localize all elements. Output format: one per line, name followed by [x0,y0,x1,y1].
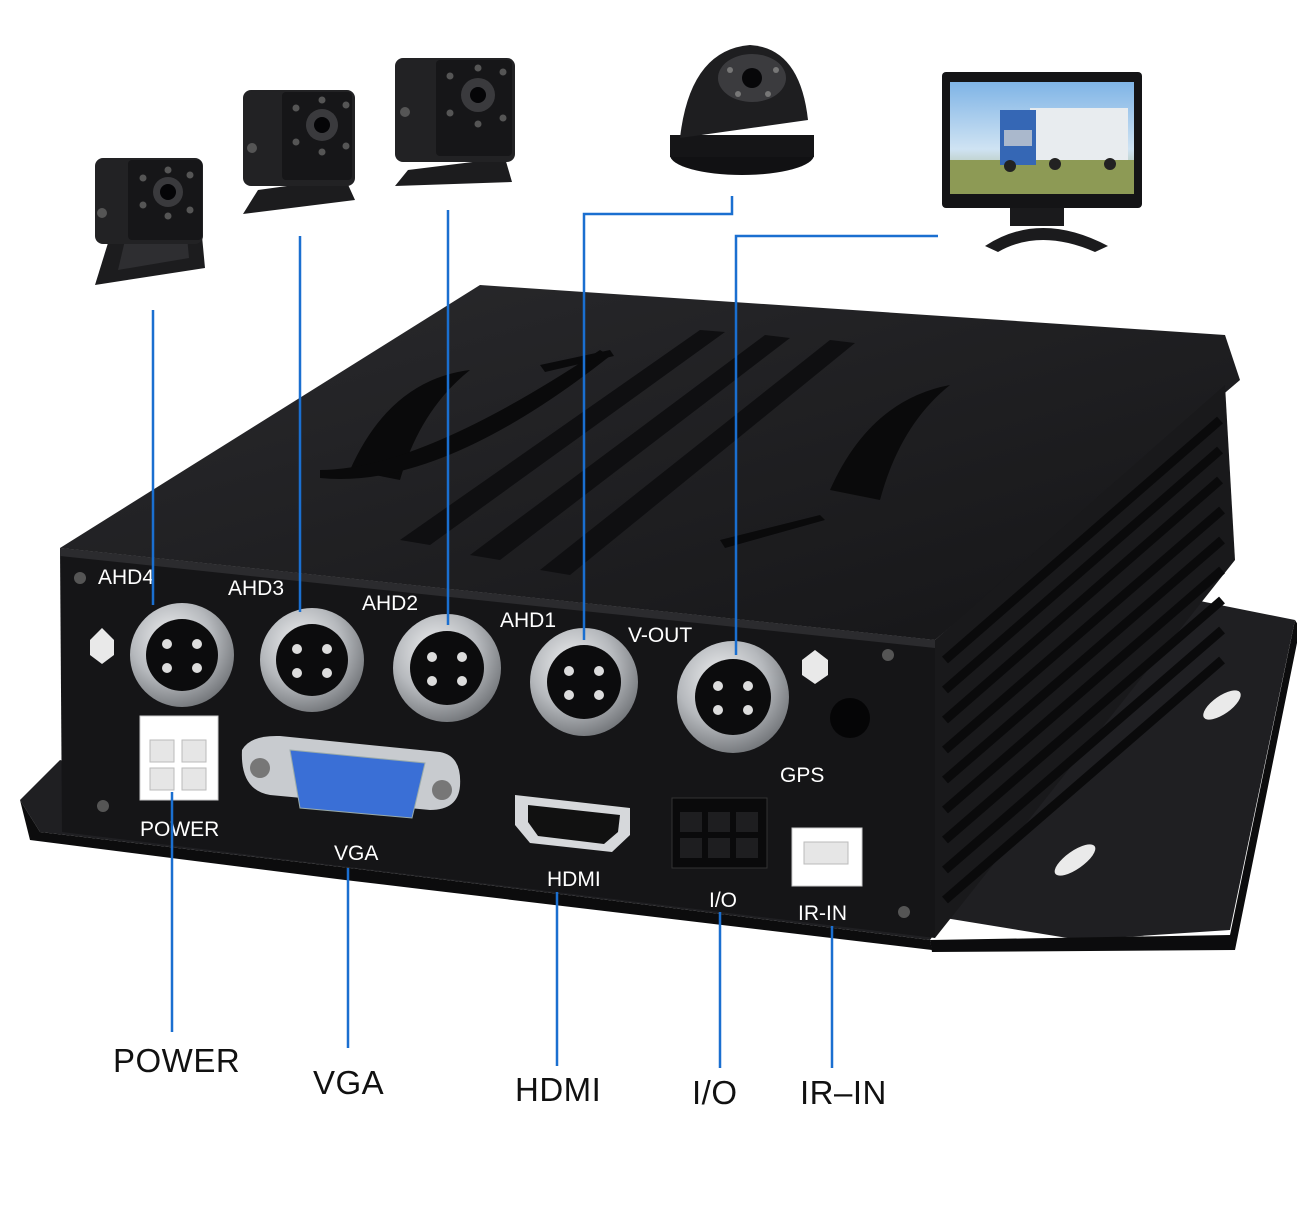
callout-power: POWER [113,1042,241,1079]
vga-port [241,735,461,819]
io-port [671,797,768,869]
hdmi-port [515,795,630,852]
power-port [139,715,219,801]
monitor-icon [942,72,1142,252]
ahd-camera-3 [243,90,355,214]
panel-label-hdmi: HDMI [547,868,601,891]
panel-label-irin: IR-IN [798,902,847,925]
panel-label-ahd2: AHD2 [362,592,418,615]
panel-label-power: POWER [140,818,219,841]
callout-io: I/O [692,1074,738,1111]
panel-label-ahd3: AHD3 [228,577,284,600]
panel-label-ahd4: AHD4 [98,566,154,589]
panel-label-vga: VGA [334,842,378,865]
dome-camera [670,45,814,175]
ahd-camera-2 [395,58,515,186]
connector-ahd4 [130,603,234,707]
callout-hdmi: HDMI [515,1071,602,1108]
ahd-camera-icon [395,58,515,186]
ahd-camera-icon [243,90,355,214]
panel-label-io: I/O [709,889,737,912]
panel-label-gps: GPS [780,764,824,787]
connector-vout [677,641,789,753]
wire-ahd1 [582,196,734,640]
dome-camera-icon [670,45,814,175]
irin-port [791,827,863,887]
callout-irin: IR–IN [800,1074,887,1111]
connector-ahd3 [260,608,364,712]
monitor [942,72,1142,252]
dvr-unit: AHD4 AHD3 AHD2 AHD1 V-OUT GPS POWER VGA … [20,285,1297,952]
connector-ahd2 [393,614,501,722]
panel-label-vout: V-OUT [628,624,692,647]
panel-label-ahd1: AHD1 [500,609,556,632]
connector-ahd1 [530,628,638,736]
ahd-camera-4 [95,158,205,285]
ahd-camera-icon [95,158,205,285]
callout-vga: VGA [313,1064,385,1101]
connection-lines [151,196,938,1068]
wire-vout [734,234,938,655]
